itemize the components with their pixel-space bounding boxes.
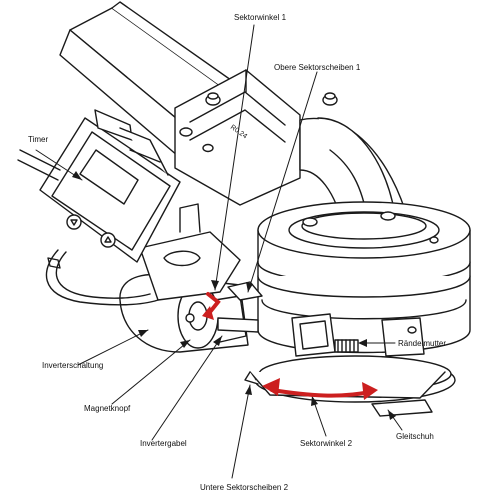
turret-body [257,201,471,357]
label-inverterschaltung: Inverterschaltung [42,361,104,370]
label-untere-sektorscheiben-2: Untere Sektorscheiben 2 [200,483,289,492]
timer-cables [17,149,159,306]
red-bent-arrow [206,292,221,314]
label-gleitschuh: Gleitschuh [396,432,434,441]
label-obere-sektorscheiben-1: Obere Sektorscheiben 1 [274,63,361,72]
mounting-bracket [174,69,338,206]
label-timer: Timer [28,135,49,144]
leader-arrowheads [72,171,396,420]
label-invertergabel: Invertergabel [140,439,187,448]
label-sektorwinkel-1: Sektorwinkel 1 [234,13,287,22]
knurled-nut [334,339,359,353]
red-arrowhead-right [362,382,378,400]
red-arrowhead-left [262,378,280,396]
label-magnetknopf: Magnetknopf [84,404,131,413]
label-sektorwinkel-2: Sektorwinkel 2 [300,439,353,448]
sector-disk [244,355,456,417]
inverter-housing [119,273,263,353]
red-arrows [202,292,378,400]
label-raendelmutter: Rändelmutter [398,339,447,348]
red-arrowhead-small [202,306,214,320]
red-arc-arrow [270,388,372,398]
timer-unit [39,109,181,263]
